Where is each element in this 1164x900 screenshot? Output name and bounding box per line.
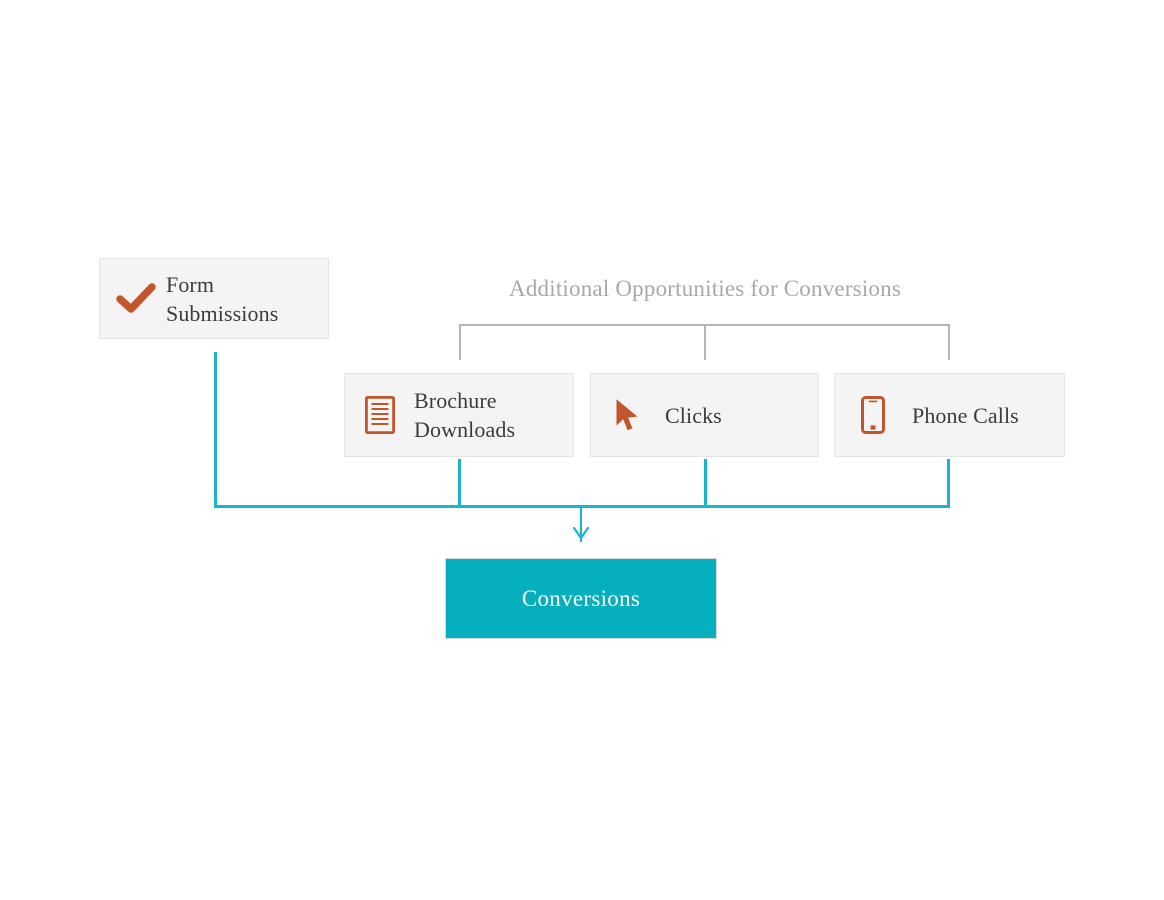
connector-brochure-to-bus xyxy=(458,459,461,506)
connector-clicks-to-bus xyxy=(704,459,707,506)
mobile-phone-icon xyxy=(859,395,887,435)
connector-arrow-stem xyxy=(580,505,582,542)
node-conversions[interactable]: Conversions xyxy=(445,558,717,639)
connector-phone-to-bus xyxy=(947,459,950,506)
node-label: Clicks xyxy=(665,402,722,428)
node-label: Phone Calls xyxy=(912,402,1019,428)
node-form-submissions[interactable]: Form Submissions xyxy=(99,258,329,339)
section-heading: Additional Opportunities for Conversions xyxy=(509,276,901,301)
node-phone-calls[interactable]: Phone Calls xyxy=(834,373,1065,457)
connector-form-to-bus xyxy=(214,352,217,508)
node-label: Form Submissions xyxy=(166,271,279,326)
connector-horizontal-bus xyxy=(214,505,950,508)
arrow-down-icon xyxy=(572,526,590,541)
mouse-cursor-icon xyxy=(613,397,643,433)
node-clicks[interactable]: Clicks xyxy=(590,373,819,457)
checkmark-icon xyxy=(116,279,156,319)
node-label: Conversions xyxy=(521,585,641,611)
node-brochure-downloads[interactable]: Brochure Downloads xyxy=(344,373,574,457)
document-lines-icon xyxy=(363,395,397,435)
bracket-stem-middle xyxy=(704,324,706,360)
bracket-stem-left xyxy=(459,324,461,360)
bracket-stem-right xyxy=(948,324,950,360)
node-label: Brochure Downloads xyxy=(414,388,516,442)
